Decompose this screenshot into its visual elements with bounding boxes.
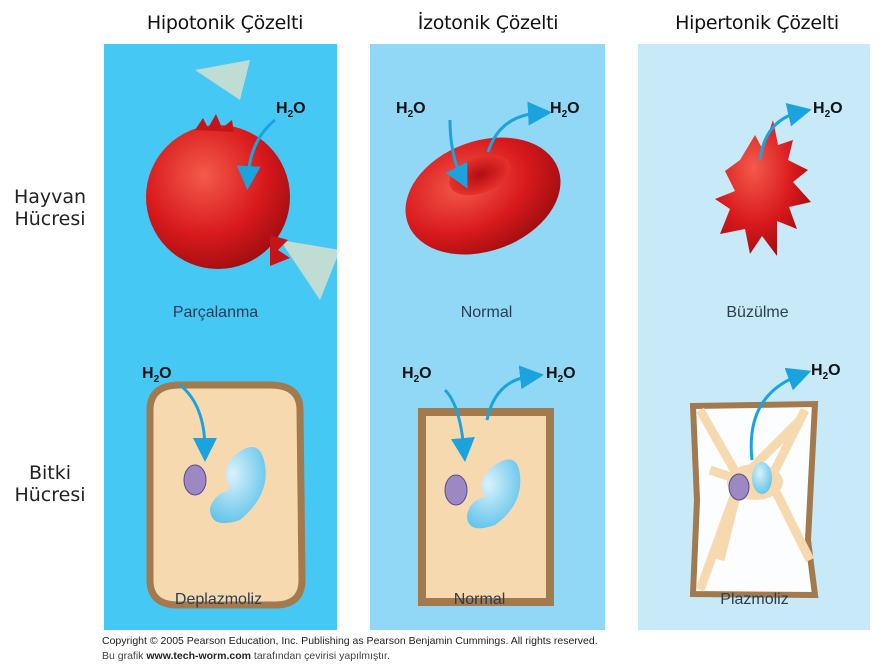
caption-turgid: Deplazmoliz: [174, 591, 263, 608]
water-arrows: [179, 101, 812, 462]
h2o-label: H2O: [550, 100, 580, 121]
column-title-isotonic: İzotonik Çözelti: [417, 12, 559, 34]
caption-plant-normal: Normal: [453, 591, 506, 608]
normal-red-blood-cell: [405, 137, 561, 255]
caption-lysis: Parçalanma: [172, 304, 259, 321]
h2o-label: H2O: [396, 100, 426, 121]
lysed-red-blood-cell: [146, 60, 340, 300]
turgid-plant-cell: [146, 381, 306, 609]
normal-plant-cell: [418, 408, 554, 606]
h2o-label: H2O: [276, 100, 306, 121]
crenated-red-blood-cell: [715, 120, 811, 256]
caption-plasmolysis: Plazmoliz: [720, 591, 789, 608]
plasmolyzed-plant-cell: [689, 400, 819, 599]
caption-animal-normal: Normal: [460, 304, 513, 321]
column-title-hypertonic: Hipertonik Çözelti: [675, 12, 839, 34]
translation-credit: Bu grafik www.tech-worm.com tarafından ç…: [102, 650, 390, 662]
h2o-label: H2O: [546, 365, 576, 386]
h2o-label: H2O: [813, 100, 843, 121]
copyright-text: Copyright © 2005 Pearson Education, Inc.…: [102, 635, 598, 647]
column-title-hypotonic: Hipotonik Çözelti: [146, 12, 304, 34]
h2o-label: H2O: [402, 365, 432, 386]
h2o-label: H2O: [811, 362, 841, 383]
h2o-label: H2O: [142, 365, 172, 386]
credit-link: www.tech-worm.com: [146, 650, 251, 662]
caption-crenation: Büzülme: [726, 304, 789, 321]
